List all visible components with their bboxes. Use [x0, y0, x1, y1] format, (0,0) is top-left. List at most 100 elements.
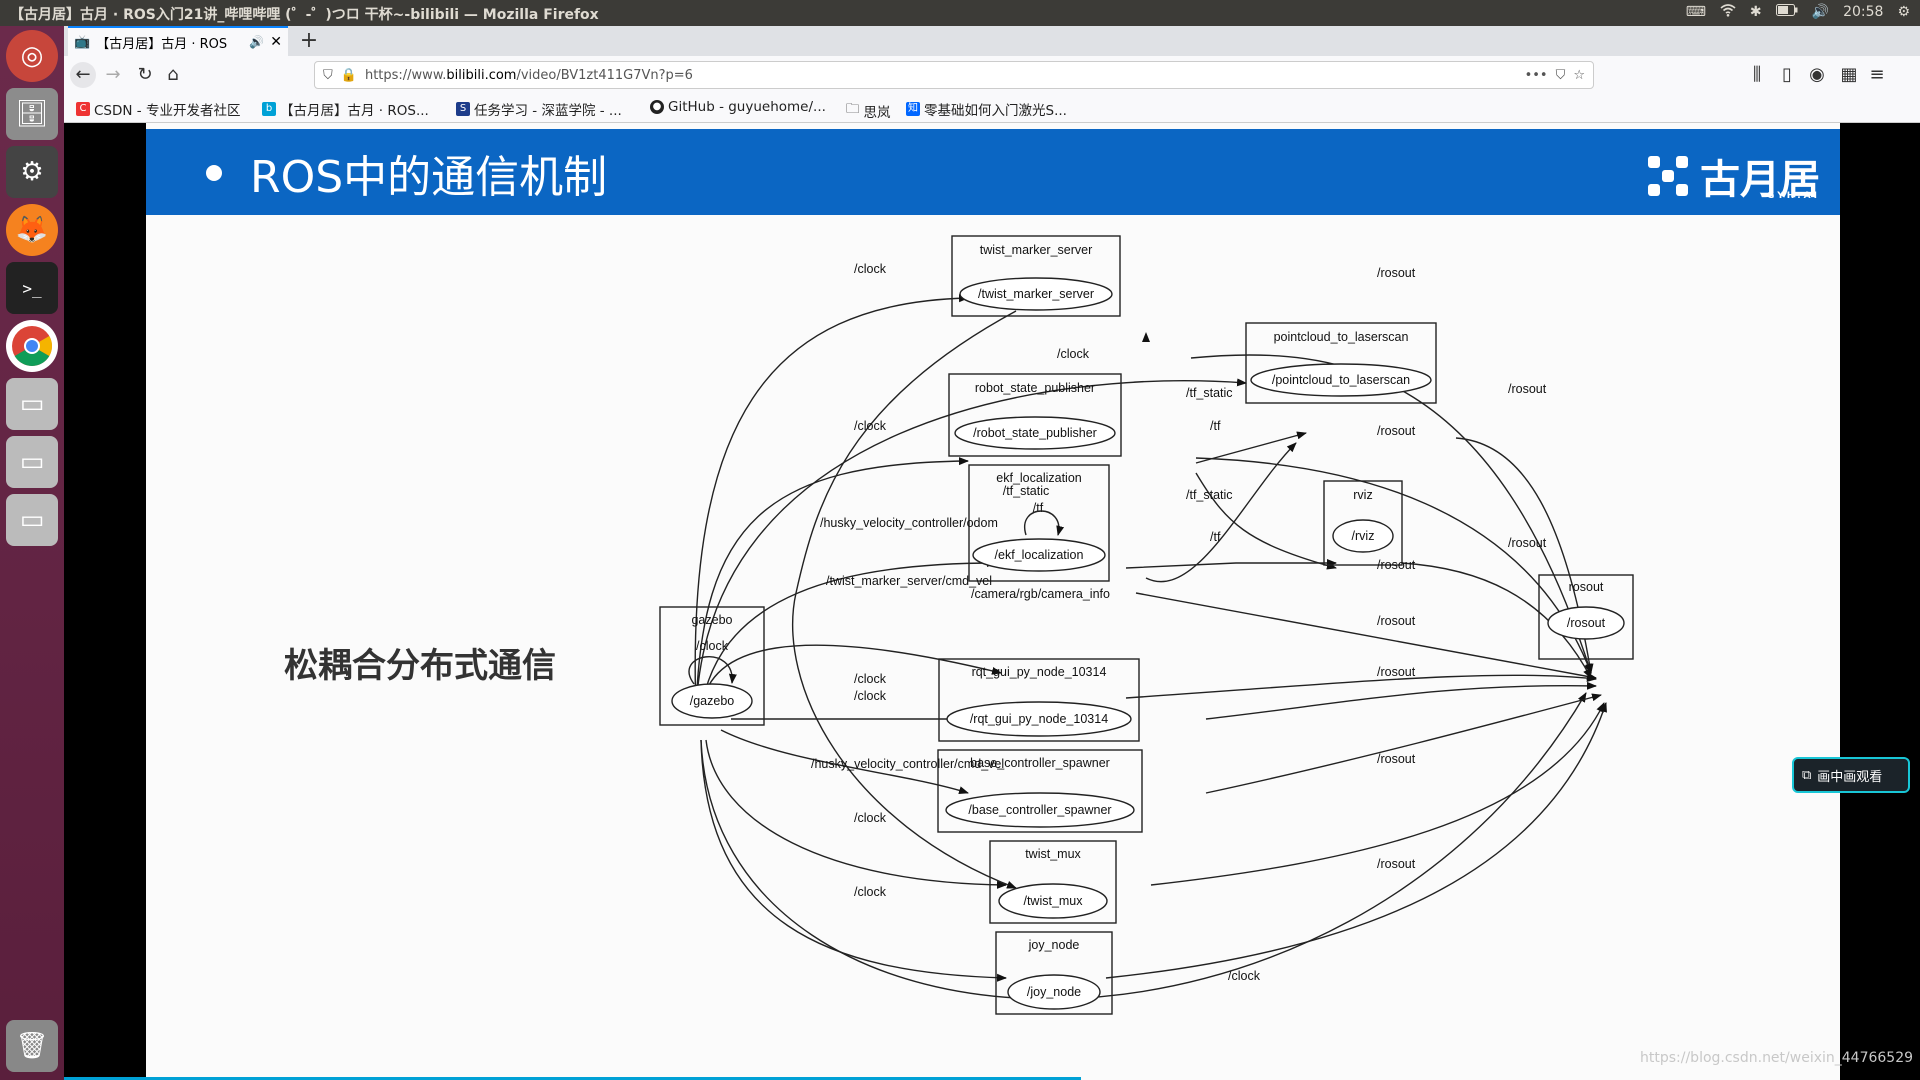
- video-player[interactable]: ROS中的通信机制 古月居 GYH.AI 松耦合分布式通信: [64, 123, 1920, 1080]
- volume-icon[interactable]: 🔊: [1811, 4, 1830, 20]
- edge-label: /rosout: [1508, 382, 1547, 396]
- box-label: twist_mux: [1025, 847, 1081, 861]
- back-button[interactable]: ←: [70, 62, 96, 88]
- settings-gear-icon[interactable]: ⚙: [1897, 4, 1910, 20]
- drive-icon[interactable]: ▭: [6, 378, 58, 430]
- page-actions-icon[interactable]: •••: [1524, 67, 1548, 83]
- node-label: /base_controller_spawner: [968, 803, 1111, 817]
- node-rviz[interactable]: rviz /rviz: [1323, 480, 1403, 566]
- node-label: /robot_state_publisher: [973, 426, 1097, 440]
- node-label: /gazebo: [690, 694, 735, 708]
- ubuntu-launcher: ◎ 🗄 ⚙ 🦊 >_ ▭ ▭ ▭ 🗑: [0, 26, 64, 1080]
- box-label: rviz: [1353, 488, 1372, 502]
- node-rqt-gui[interactable]: rqt_gui_py_node_10314 /rqt_gui_py_node_1…: [938, 658, 1140, 742]
- bilibili-icon: b: [262, 102, 276, 116]
- picture-in-picture-button[interactable]: ⧉ 画中画观看: [1792, 757, 1910, 793]
- slide-heading: ROS中的通信机制: [250, 152, 608, 203]
- bookmark-star-icon[interactable]: ☆: [1573, 67, 1585, 83]
- reload-button[interactable]: ↻: [137, 64, 153, 85]
- system-settings-icon[interactable]: ⚙: [6, 146, 58, 198]
- box-label: robot_state_publisher: [975, 381, 1095, 395]
- battery-icon[interactable]: [1775, 4, 1798, 20]
- bookmark-zhihu[interactable]: 知零基础如何入门激光S...: [906, 99, 1067, 119]
- extensions-icon[interactable]: ▦: [1840, 64, 1858, 85]
- graph-edges: [694, 294, 1607, 1000]
- firefox-window: 📺 【古月居】古月 · ROS 🔊 ✕ + ← → ↻ ⌂ ⛉ 🔒 https:…: [64, 26, 1920, 1080]
- edge-label: /clock: [1228, 969, 1261, 983]
- bullet-dot: [206, 165, 222, 181]
- drive-icon[interactable]: ▭: [6, 436, 58, 488]
- ubuntu-logo-icon[interactable]: ◎: [6, 30, 58, 82]
- node-label: /joy_node: [1027, 985, 1081, 999]
- bookmark-github[interactable]: ● GitHub - guyuehome/...: [650, 99, 826, 115]
- node-twist-mux[interactable]: twist_mux /twist_mux: [989, 840, 1117, 924]
- node-label: /twist_mux: [1023, 894, 1083, 908]
- speaker-icon[interactable]: 🔊: [249, 35, 265, 49]
- keyboard-icon[interactable]: ⌨: [1685, 4, 1706, 20]
- box-label: ekf_localization: [996, 471, 1082, 485]
- drive-icon[interactable]: ▭: [6, 494, 58, 546]
- edge-label: /rosout: [1508, 536, 1547, 550]
- bluetooth-icon[interactable]: ✱: [1749, 4, 1762, 20]
- url-bar[interactable]: ⛉ 🔒 https://www.bilibili.com/video/BV1zt…: [314, 61, 1594, 89]
- node-label: /ekf_localization: [995, 548, 1084, 562]
- home-button[interactable]: ⌂: [167, 64, 179, 85]
- csdn-watermark: https://blog.csdn.net/weixin_44766529: [1640, 1050, 1914, 1066]
- edge-label: /rosout: [1377, 857, 1416, 871]
- edge-label: /clock: [1057, 347, 1090, 361]
- edge-label: /camera/rgb/camera_info: [971, 587, 1110, 601]
- video-progress-bar[interactable]: [64, 1077, 1081, 1080]
- node-base-controller-spawner[interactable]: base_controller_spawner /base_controller…: [937, 749, 1143, 833]
- zhihu-icon: 知: [906, 102, 920, 116]
- sidebar-icon[interactable]: ▯: [1782, 64, 1792, 85]
- logo-text: 古月居: [1700, 157, 1820, 203]
- edge-label: /clock: [854, 672, 887, 686]
- edge-label: /clock: [854, 885, 887, 899]
- node-joy-node[interactable]: joy_node /joy_node: [995, 931, 1113, 1015]
- trash-icon[interactable]: 🗑: [6, 1020, 58, 1072]
- node-pointcloud-to-laserscan[interactable]: pointcloud_to_laserscan /pointcloud_to_l…: [1245, 322, 1437, 404]
- node-rosout[interactable]: rosout /rosout: [1538, 574, 1634, 660]
- bookmark-silan[interactable]: 🗀思岚: [846, 99, 891, 122]
- files-icon[interactable]: 🗄: [6, 88, 58, 140]
- account-icon[interactable]: ◉: [1809, 64, 1825, 85]
- bookmark-guyue[interactable]: b 【古月居】古月 · ROS...: [262, 99, 429, 119]
- shield-icon[interactable]: ⛉: [323, 67, 333, 83]
- node-twist-marker-server[interactable]: twist_marker_server /twist_marker_server: [951, 235, 1121, 317]
- edge-label: /tf: [1033, 501, 1044, 515]
- edge-label: /clock: [854, 689, 887, 703]
- lock-icon[interactable]: 🔒: [340, 67, 357, 83]
- system-tray[interactable]: ⌨ ✱ 🔊 20:58 ⚙: [1686, 3, 1910, 21]
- url-text[interactable]: https://www.bilibili.com/video/BV1zt411G…: [364, 67, 693, 83]
- edge-label: /husky_velocity_controller/cmd_vel: [811, 757, 1004, 771]
- menu-icon[interactable]: ≡: [1869, 64, 1885, 85]
- slide-header: ROS中的通信机制 古月居 GYH.AI: [146, 129, 1840, 215]
- library-icon[interactable]: ⫼: [1752, 64, 1762, 85]
- node-robot-state-publisher[interactable]: robot_state_publisher /robot_state_publi…: [948, 373, 1122, 457]
- bookmark-label: 思岚: [863, 104, 891, 121]
- pocket-icon[interactable]: ⛉: [1555, 67, 1566, 83]
- terminal-icon[interactable]: >_: [6, 262, 58, 314]
- slide: ROS中的通信机制 古月居 GYH.AI 松耦合分布式通信: [146, 123, 1840, 1080]
- edge-label: /rosout: [1377, 424, 1416, 438]
- wifi-icon[interactable]: [1720, 3, 1736, 21]
- bookmark-label: 【古月居】古月 · ROS...: [280, 103, 429, 119]
- bookmark-label: GitHub - guyuehome/...: [668, 99, 826, 115]
- firefox-icon[interactable]: 🦊: [6, 204, 58, 256]
- github-icon: ●: [650, 100, 664, 114]
- edge-label: /clock: [854, 811, 887, 825]
- pip-label: 画中画观看: [1817, 769, 1883, 785]
- tab-bilibili[interactable]: 📺 【古月居】古月 · ROS 🔊 ✕: [68, 26, 288, 56]
- forward-button[interactable]: →: [105, 64, 121, 85]
- chrome-icon[interactable]: [6, 320, 58, 372]
- node-label: /pointcloud_to_laserscan: [1272, 373, 1410, 387]
- node-label: /twist_marker_server: [978, 287, 1094, 301]
- node-ekf-localization[interactable]: ekf_localization /tf_static /tf /ekf_loc…: [968, 464, 1110, 582]
- clock[interactable]: 20:58: [1843, 4, 1884, 20]
- edge-label: /clock: [696, 639, 729, 653]
- close-tab-icon[interactable]: ✕: [270, 34, 282, 50]
- node-gazebo[interactable]: gazebo /clock /gazebo: [659, 606, 765, 726]
- new-tab-button[interactable]: +: [299, 28, 319, 53]
